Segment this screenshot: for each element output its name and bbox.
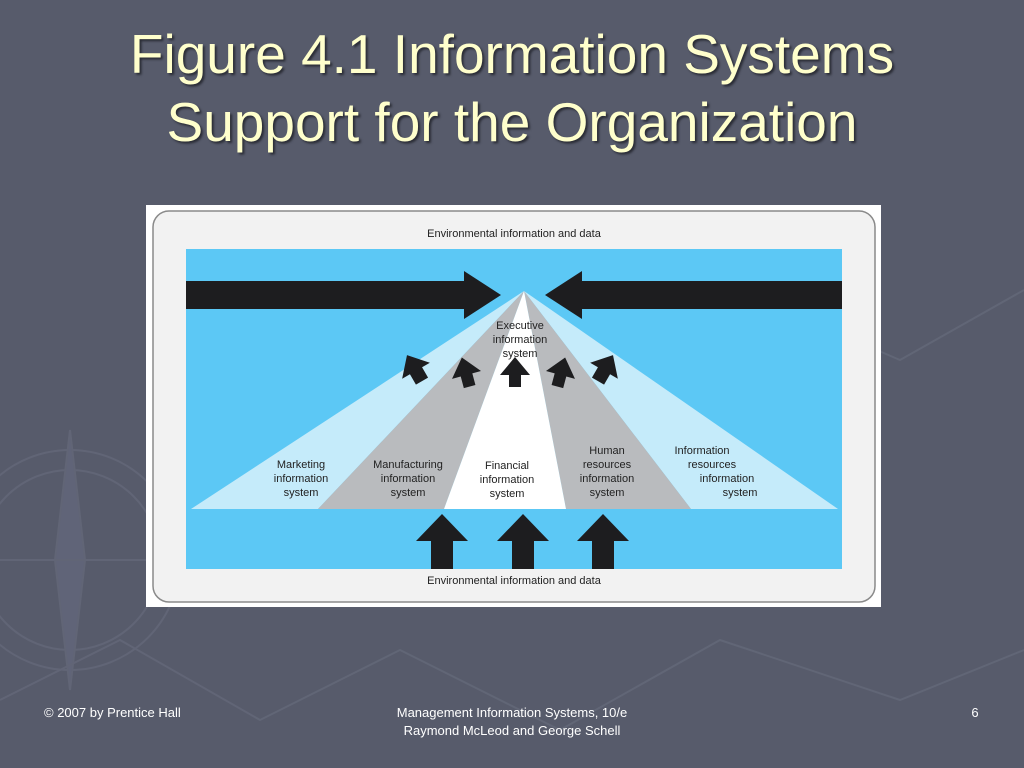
up-arrow-3 [500, 357, 530, 387]
right-environment-arrow [545, 271, 842, 319]
info-resources-segment [524, 291, 838, 509]
financial-segment [444, 291, 566, 509]
environment-label-bottom: Environmental information and data [427, 575, 602, 587]
manufacturing-segment [318, 291, 524, 509]
manufacturing-label: Manufacturing information system [373, 459, 443, 499]
apex-line-2: information [493, 334, 547, 346]
book-citation-footer: Management Information Systems, 10/e Ray… [300, 704, 724, 740]
figure-frame: Environmental information and data Envir… [146, 205, 881, 607]
information-systems-diagram: Environmental information and data Envir… [152, 210, 876, 603]
financial-line-3: system [490, 488, 525, 500]
human-line-2: resources [583, 459, 632, 471]
human-resources-label: Human resources information system [580, 445, 634, 499]
marketing-line-3: system [284, 487, 319, 499]
title-line-1: Figure 4.1 Information Systems [129, 23, 895, 85]
manufacturing-line-1: Manufacturing [373, 459, 443, 471]
citation-line-2: Raymond McLeod and George Schell [403, 723, 621, 738]
apex-label: Executive information system [493, 320, 547, 360]
info-resources-line-1: Information [674, 445, 729, 457]
human-line-1: Human [589, 445, 624, 457]
title-line-2: Support for the Organization [166, 91, 858, 153]
up-arrow-2 [452, 357, 482, 389]
up-arrow-5 [590, 355, 618, 385]
bottom-arrow-1 [416, 514, 468, 569]
info-resources-line-2: resources [688, 459, 737, 471]
manufacturing-line-2: information [381, 473, 435, 485]
bottom-arrow-2 [497, 514, 549, 569]
financial-label: Financial information system [480, 460, 534, 500]
up-arrow-1 [402, 355, 430, 385]
marketing-line-1: Marketing [277, 459, 325, 471]
up-arrow-4 [545, 357, 575, 389]
apex-line-3: system [503, 348, 538, 360]
info-resources-label: Information resources information system [674, 445, 757, 499]
citation-line-1: Management Information Systems, 10/e [396, 705, 628, 720]
page-number: 6 [971, 705, 979, 720]
copyright-footer: © 2007 by Prentice Hall [44, 705, 181, 720]
left-environment-arrow [186, 271, 501, 319]
compass-watermark [0, 289, 1024, 732]
info-resources-line-4: system [723, 487, 758, 499]
manufacturing-line-3: system [391, 487, 426, 499]
financial-line-2: information [480, 474, 534, 486]
slide-title: Figure 4.1 Information Systems Support f… [0, 20, 1024, 156]
human-resources-segment [524, 291, 691, 509]
environment-label-top: Environmental information and data [427, 228, 602, 240]
human-line-3: information [580, 473, 634, 485]
marketing-segment [191, 291, 524, 509]
marketing-label: Marketing information system [274, 459, 328, 499]
marketing-line-2: information [274, 473, 328, 485]
bottom-arrows [416, 514, 629, 569]
upward-arrows [402, 355, 618, 389]
bottom-arrow-3 [577, 514, 629, 569]
financial-line-1: Financial [485, 460, 529, 472]
human-line-4: system [590, 487, 625, 499]
info-resources-line-3: information [700, 473, 754, 485]
apex-line-1: Executive [496, 320, 544, 332]
